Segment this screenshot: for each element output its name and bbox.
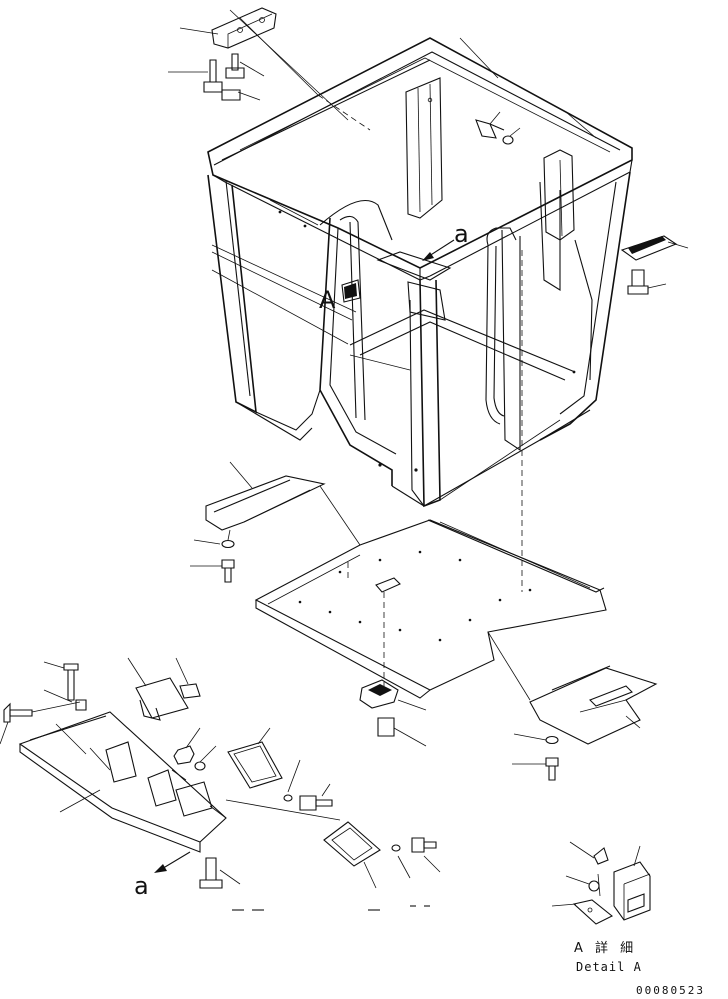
step-cover-assembly [18,711,227,873]
bracket-nut-group [127,657,217,781]
arrow-a-top [422,239,455,261]
right-floor-support [487,631,658,781]
cab-frame [207,37,633,508]
detail-a-label-en: Detail A [576,960,642,974]
left-floor-support [190,461,361,583]
cover-plates [199,727,441,911]
detail-a-view [551,841,651,925]
bottom-left-bolts [0,661,87,745]
floor-plate [254,250,607,699]
drawing-code: 00080523 [636,984,705,997]
roof-bracket-group [168,7,371,131]
detail-a-label-jp: A 詳 細 [574,941,638,956]
rear-duct [405,37,499,219]
arrow-a-bottom-label: a [134,872,149,900]
right-side-hardware [475,111,689,295]
view-a-label: A [319,286,336,314]
latch-view-a [341,279,361,303]
center-latch [359,679,427,747]
arrow-a-top-label: a [454,220,469,248]
